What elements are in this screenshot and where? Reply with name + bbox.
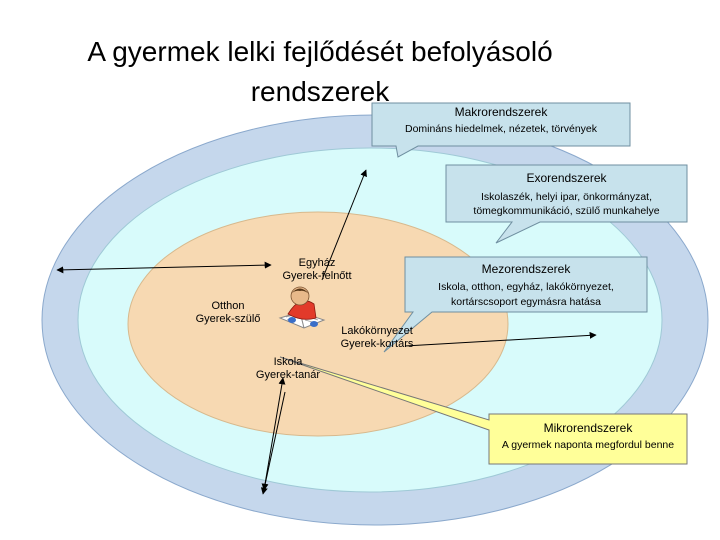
macro-text: Domináns hiedelmek, nézetek, törvények [372, 122, 630, 136]
home-relation: Gyerek-szülő [186, 313, 270, 326]
home-label: Otthon [186, 300, 270, 313]
neighborhood-label: Lakókörnyezet [328, 325, 426, 338]
church-label: Egyház [262, 257, 372, 270]
micro-text: A gyermek naponta megfordul benne [489, 438, 687, 452]
meso-heading: Mezorendszerek [405, 263, 647, 276]
school-relation: Gyerek-tanár [244, 369, 332, 382]
school-label: Iskola [244, 356, 332, 369]
neighborhood-relation: Gyerek-kortárs [328, 338, 426, 351]
meso-text-line-2: kortárscsoport egymásra hatása [405, 295, 647, 309]
school-node-label: Iskola Gyerek-tanár [244, 356, 332, 382]
home-node-label: Otthon Gyerek-szülő [186, 300, 270, 326]
micro-heading: Mikrorendszerek [489, 422, 687, 435]
exo-text-line-2: tömegkommunikáció, szülő munkahelye [446, 204, 687, 218]
title-line-1: A gyermek lelki fejlődését befolyásoló [60, 32, 580, 72]
exo-text-line-1: Iskolaszék, helyi ipar, önkormányzat, [446, 190, 687, 204]
exo-heading: Exorendszerek [446, 172, 687, 185]
church-relation: Gyerek-felnőtt [262, 270, 372, 283]
macro-heading: Makrorendszerek [372, 106, 630, 119]
meso-text-line-1: Iskola, otthon, egyház, lakókörnyezet, [405, 280, 647, 294]
page-title: A gyermek lelki fejlődését befolyásoló r… [60, 32, 580, 112]
church-node-label: Egyház Gyerek-felnőtt [262, 257, 372, 283]
neighborhood-node-label: Lakókörnyezet Gyerek-kortárs [328, 325, 426, 351]
